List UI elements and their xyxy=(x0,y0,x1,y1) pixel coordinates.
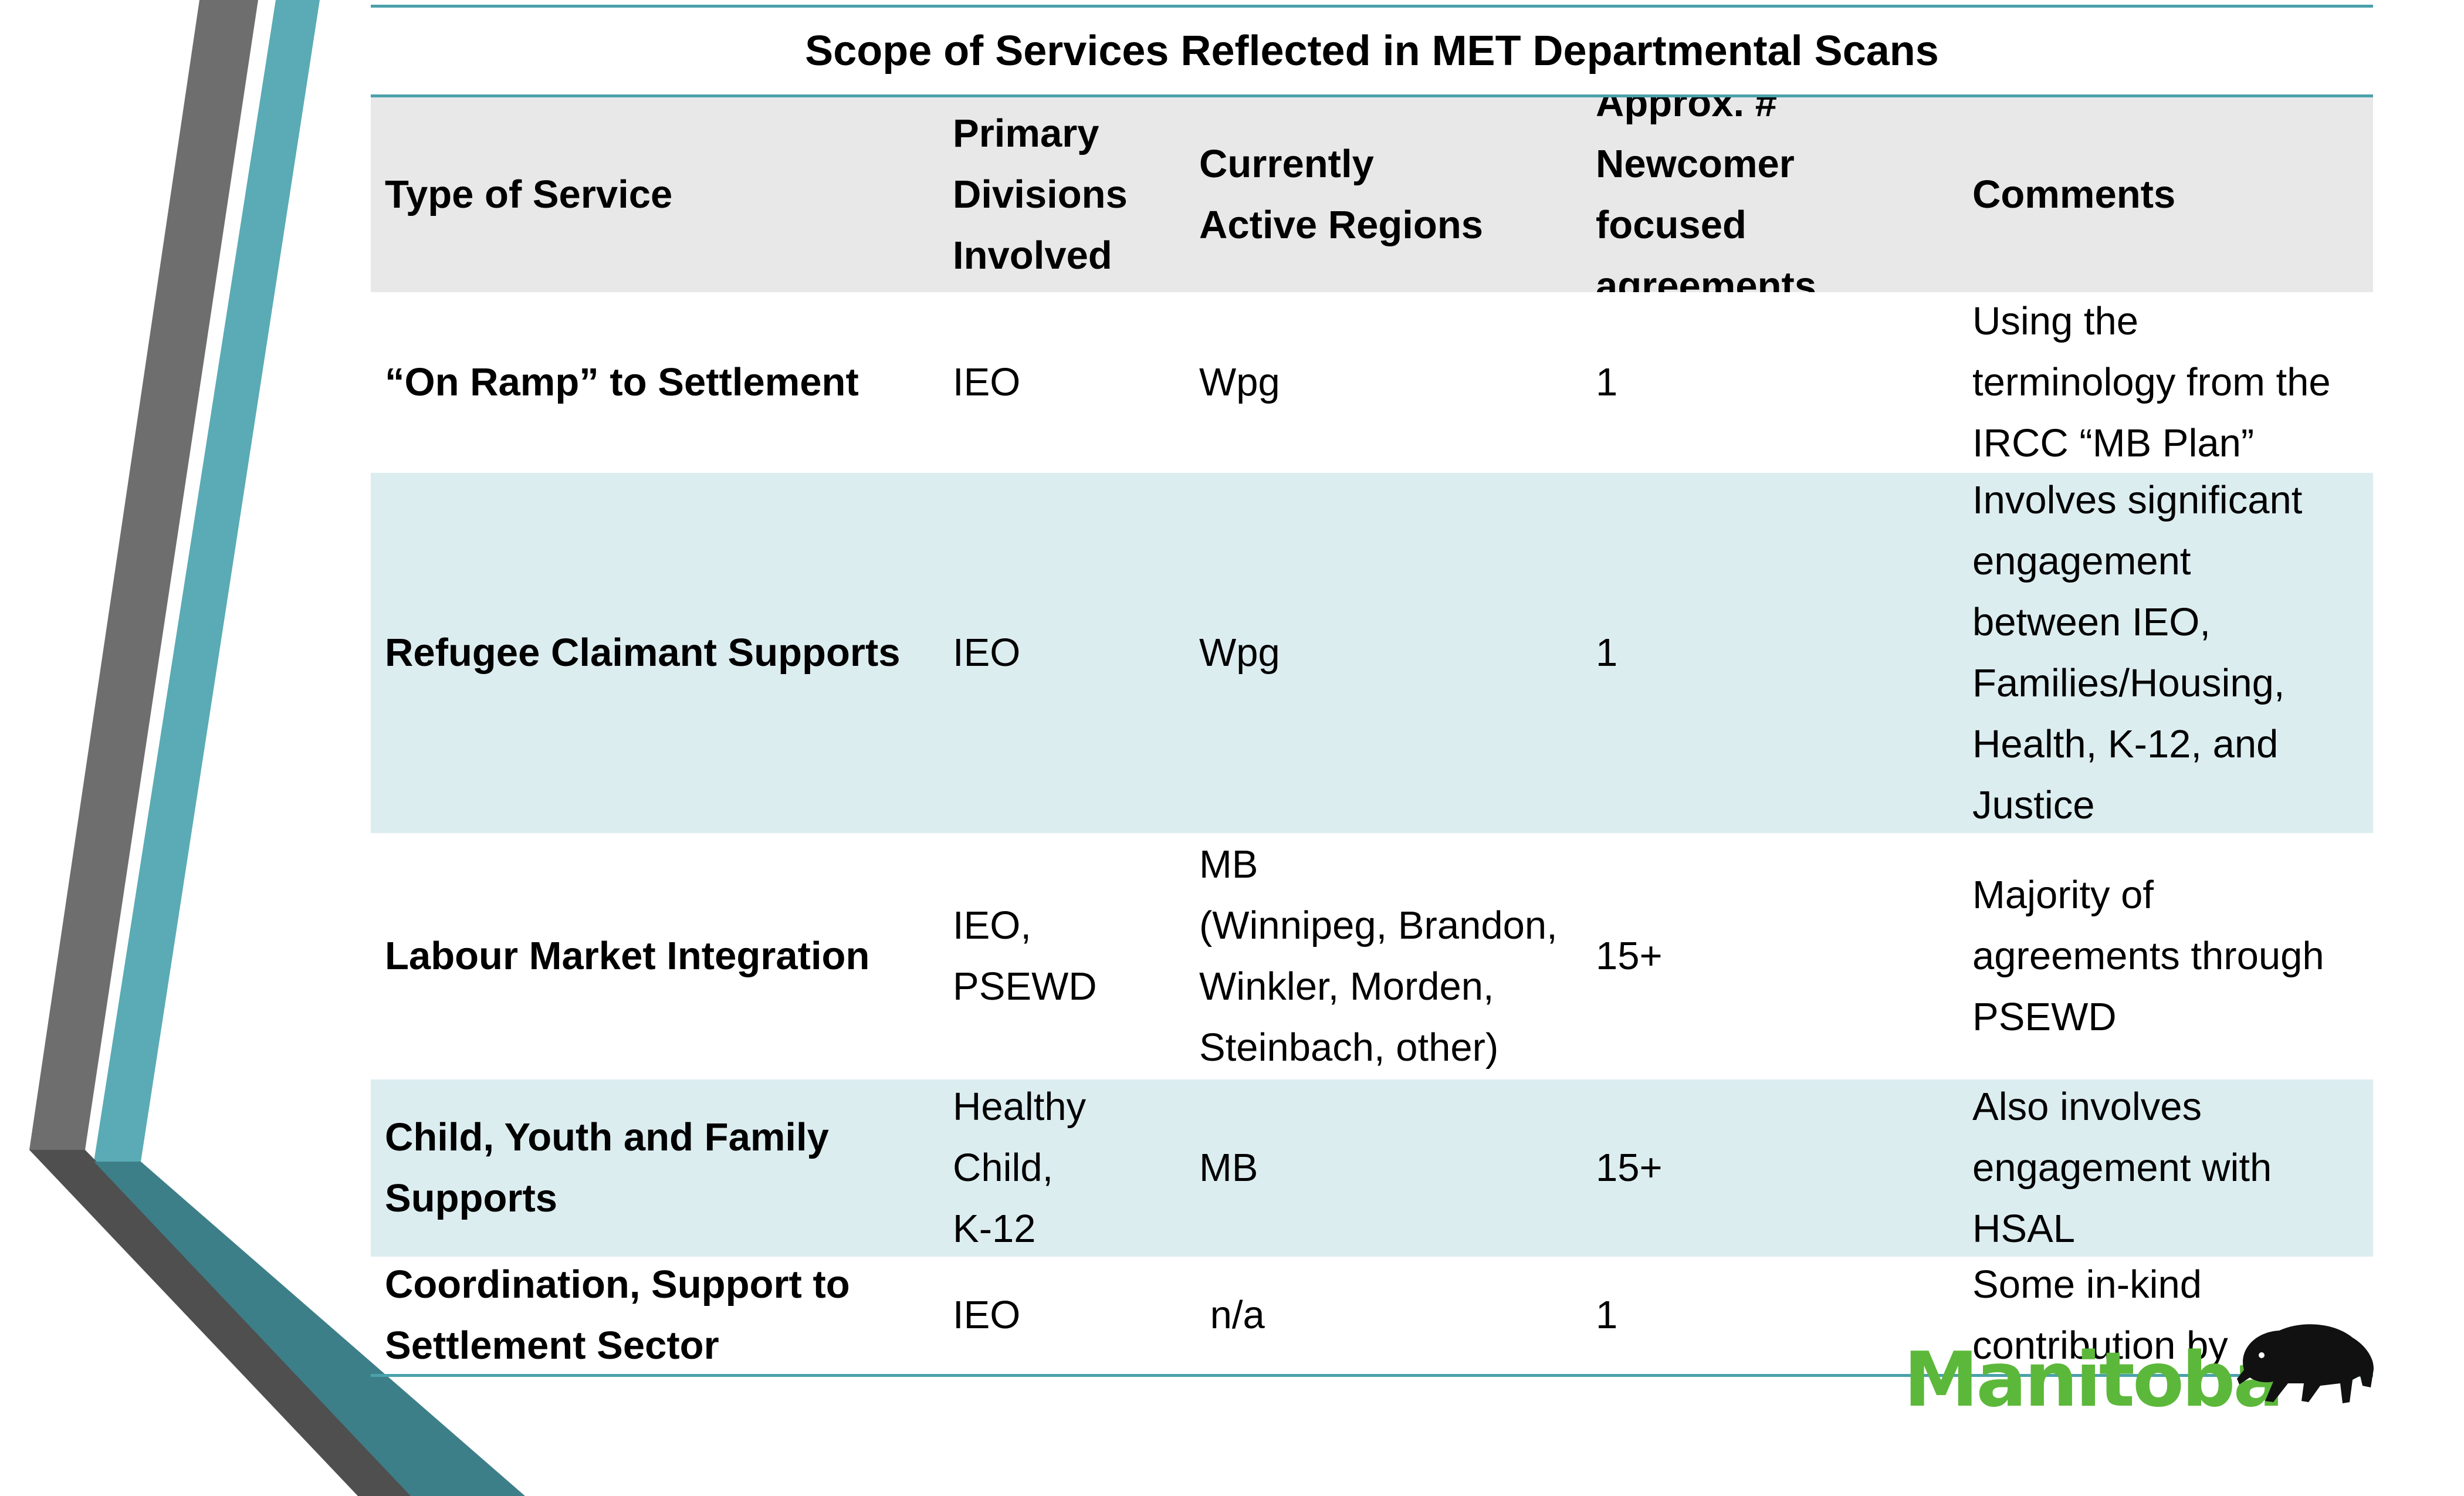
regions: MB xyxy=(1199,1146,1258,1190)
table-bottom-rule xyxy=(371,1374,2373,1377)
service-name: Refugee Claimant Supports xyxy=(385,631,901,675)
comments: Using the terminology from the IRCC “MB … xyxy=(1972,299,2331,465)
header-comments: Comments xyxy=(1972,172,2176,216)
agreements-count: 15+ xyxy=(1596,1146,1663,1190)
table-title: Scope of Services Reflected in MET Depar… xyxy=(371,5,2373,97)
table-header-row: Type of Service Primary Divisions Involv… xyxy=(371,97,2373,292)
regions: MB (Winnipeg, Brandon, Winkler, Morden, … xyxy=(1199,842,1558,1069)
divisions: Healthy Child, K-12 xyxy=(953,1085,1087,1251)
regions: Wpg xyxy=(1199,631,1280,675)
divisions: IEO xyxy=(953,631,1021,675)
table-row: “On Ramp” to Settlement IEO Wpg 1 Using … xyxy=(371,292,2373,473)
comments: Involves significant engagement between … xyxy=(1972,478,2303,827)
service-name: “On Ramp” to Settlement xyxy=(385,360,859,404)
header-type-of-service: Type of Service xyxy=(385,172,673,216)
table-row: Coordination, Support to Settlement Sect… xyxy=(371,1257,2373,1374)
divisions: IEO xyxy=(953,360,1021,404)
regions: n/a xyxy=(1199,1293,1265,1337)
comments: Some in-kind contribution by xyxy=(1972,1263,2228,1368)
table-row: Refugee Claimant Supports IEO Wpg 1 Invo… xyxy=(371,473,2373,833)
header-active-regions: Currently Active Regions xyxy=(1199,142,1484,247)
chevron-gray-upper xyxy=(29,0,258,1150)
chevron-teal-upper xyxy=(94,0,320,1162)
services-table: Scope of Services Reflected in MET Depar… xyxy=(371,5,2373,1377)
logo-wordmark: Manitoba xyxy=(1904,1336,2284,1424)
agreements-count: 1 xyxy=(1596,631,1618,675)
manitoba-logo: Manitoba xyxy=(1904,1314,2379,1424)
comments: Majority of agreements through PSEWD xyxy=(1972,873,2324,1039)
table-row: Labour Market Integration IEO, PSEWD MB … xyxy=(371,833,2373,1079)
service-name: Child, Youth and Family Supports xyxy=(385,1115,829,1220)
comments: Also involves engagement with HSAL xyxy=(1972,1085,2272,1251)
agreements-count: 1 xyxy=(1596,1293,1618,1337)
regions: Wpg xyxy=(1199,360,1280,404)
bison-icon xyxy=(2237,1324,2374,1403)
service-name: Labour Market Integration xyxy=(385,934,870,978)
divisions: IEO xyxy=(953,1293,1021,1337)
chevron-teal-lower xyxy=(94,1162,525,1496)
agreements-count: 1 xyxy=(1596,360,1618,404)
header-primary-divisions: Primary Divisions Involved xyxy=(953,111,1128,277)
service-name: Coordination, Support to Settlement Sect… xyxy=(385,1263,850,1368)
table-row: Child, Youth and Family Supports Healthy… xyxy=(371,1079,2373,1257)
header-agreements: Approx. # Newcomer focused agreements xyxy=(1596,97,1817,292)
agreements-count: 15+ xyxy=(1596,934,1663,978)
divisions: IEO, PSEWD xyxy=(953,903,1097,1008)
chevron-gray-lower xyxy=(29,1150,425,1496)
